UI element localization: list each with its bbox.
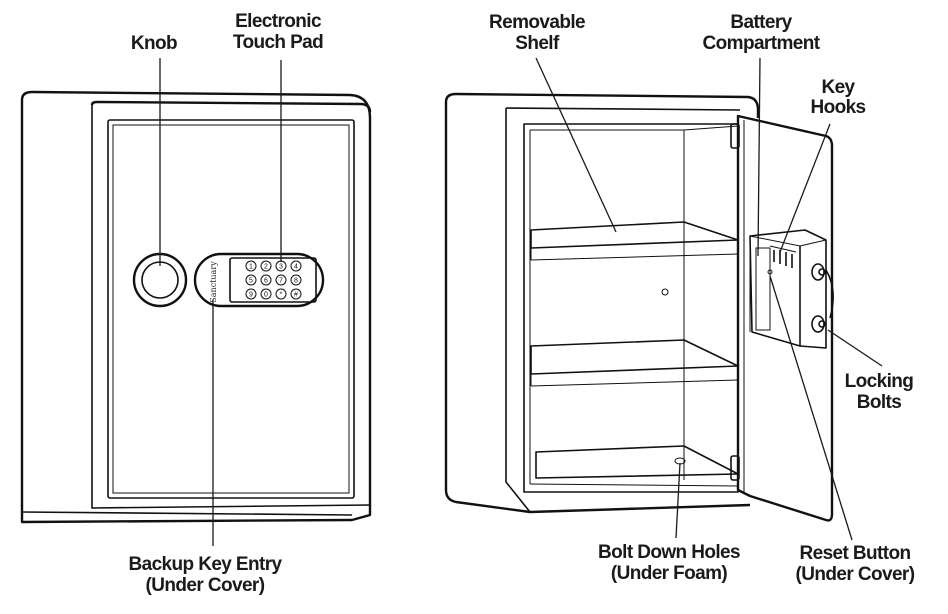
svg-text:7: 7 xyxy=(279,278,283,285)
shelf-leader xyxy=(535,57,617,233)
keypad-key-6: 6 xyxy=(260,274,272,286)
svg-text:(Under Cover): (Under Cover) xyxy=(146,575,265,596)
locking-bolts-leader xyxy=(827,329,883,367)
keypad-key-3: 3 xyxy=(275,260,287,272)
keypad-key-star: * xyxy=(275,288,287,300)
removable-shelf xyxy=(530,221,739,261)
key-hooks-leader xyxy=(779,123,831,253)
label-reset-button: Reset Button (Under Cover) xyxy=(796,543,916,585)
reset-button xyxy=(767,269,773,275)
locking-bolts xyxy=(811,263,826,333)
keypad-key-4: 4 xyxy=(290,260,302,272)
label-removable-shelf: Removable Shelf xyxy=(489,12,586,54)
svg-text:3: 3 xyxy=(279,264,283,271)
keypad-key-1: 1 xyxy=(245,260,257,272)
labels: Knob Electronic Touch Pad Backup Key Ent… xyxy=(128,11,916,596)
svg-text:Removable: Removable xyxy=(489,12,585,33)
svg-text:0: 0 xyxy=(264,292,268,299)
label-key-hooks: Key Hooks xyxy=(810,77,866,118)
label-locking-bolts: Locking Bolts xyxy=(845,371,914,413)
svg-text:5: 5 xyxy=(249,278,253,285)
svg-text:*: * xyxy=(280,292,283,299)
svg-text:(Under Cover): (Under Cover) xyxy=(796,564,915,585)
closed-safe: Sanctuary 1 2 3 4 5 6 7 8 9 0 * # xyxy=(20,90,372,524)
svg-text:2: 2 xyxy=(264,264,268,271)
svg-text:Shelf: Shelf xyxy=(515,33,560,54)
open-safe xyxy=(444,92,834,522)
svg-text:Bolts: Bolts xyxy=(857,392,902,413)
key-hooks xyxy=(769,245,797,268)
svg-text:Bolt Down Holes: Bolt Down Holes xyxy=(598,542,740,563)
label-knob: Knob xyxy=(131,33,177,54)
svg-text:9: 9 xyxy=(249,292,253,299)
svg-text:1: 1 xyxy=(249,264,253,271)
reset-button-leader xyxy=(769,275,853,541)
keypad-buttons: 1 2 3 4 5 6 7 8 9 0 * # xyxy=(245,260,302,300)
svg-text:Touch Pad: Touch Pad xyxy=(233,32,323,53)
keypad-key-8: 8 xyxy=(290,274,302,286)
svg-text:6: 6 xyxy=(264,278,268,285)
label-battery-compartment: Battery Compartment xyxy=(703,12,822,54)
brand-label: Sanctuary xyxy=(209,261,218,303)
svg-text:Battery: Battery xyxy=(730,12,792,33)
battery-compartment xyxy=(755,247,771,331)
svg-text:#: # xyxy=(294,292,298,299)
bolt-holes-leader xyxy=(675,462,681,539)
svg-text:(Under Foam): (Under Foam) xyxy=(611,563,728,584)
label-electronic-touch-pad: Electronic Touch Pad xyxy=(233,11,324,53)
svg-text:Locking: Locking xyxy=(845,371,914,392)
label-bolt-down-holes: Bolt Down Holes (Under Foam) xyxy=(598,542,741,584)
svg-text:Reset Button: Reset Button xyxy=(799,543,910,564)
leader-lines xyxy=(159,57,883,546)
svg-text:4: 4 xyxy=(294,264,298,271)
open-door xyxy=(736,114,834,522)
svg-text:8: 8 xyxy=(294,278,298,285)
svg-text:Backup Key Entry: Backup Key Entry xyxy=(128,554,282,575)
keypad-key-0: 0 xyxy=(260,288,272,300)
keypad-key-9: 9 xyxy=(245,288,257,300)
svg-text:Compartment: Compartment xyxy=(703,33,821,54)
keypad-key-7: 7 xyxy=(275,274,287,286)
svg-text:Key: Key xyxy=(821,77,855,98)
svg-text:Hooks: Hooks xyxy=(810,97,865,118)
keypad-key-2: 2 xyxy=(260,260,272,272)
label-backup-key-entry: Backup Key Entry (Under Cover) xyxy=(128,554,283,596)
lower-shelf xyxy=(530,339,739,387)
svg-text:Electronic: Electronic xyxy=(235,11,322,32)
battery-leader xyxy=(757,57,761,257)
keypad-key-5: 5 xyxy=(245,274,257,286)
keypad-key-hash: # xyxy=(290,288,302,300)
electronic-touch-pad: Sanctuary 1 2 3 4 5 6 7 8 9 0 * # xyxy=(193,252,325,308)
